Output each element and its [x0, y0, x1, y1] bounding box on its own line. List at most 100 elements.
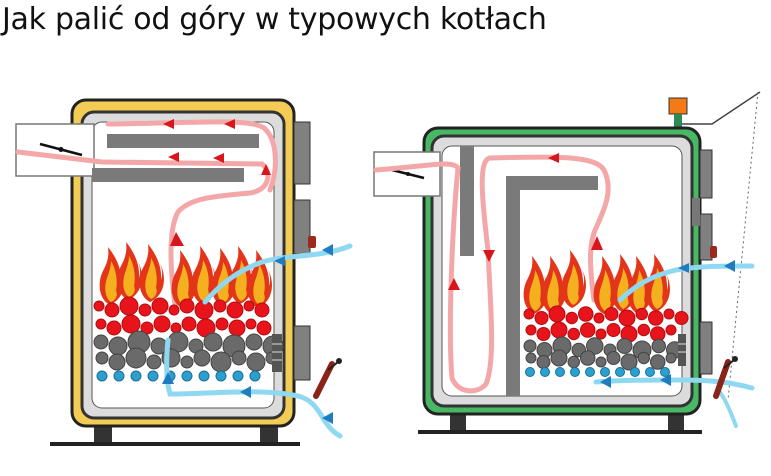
left-boiler — [15, 98, 353, 446]
right-boiler-foot — [668, 412, 684, 430]
flue-arrow-icon — [591, 236, 603, 250]
right-glowing-coal-layer — [523, 305, 689, 343]
air-hole — [198, 370, 210, 382]
fuel-lump — [108, 353, 126, 371]
glowing-coal — [153, 315, 171, 333]
air-hole — [570, 367, 580, 377]
glowing-coal — [550, 321, 568, 339]
left-lower-baffle — [92, 168, 244, 182]
fuel-lump — [620, 353, 638, 371]
fuel-lump — [245, 333, 263, 351]
air-hole — [525, 367, 535, 377]
fuel-lump — [550, 349, 568, 367]
fuel-lump — [616, 338, 633, 354]
fuel-lump — [665, 352, 677, 364]
fuel-lump — [567, 355, 580, 369]
regulator-chain — [682, 91, 761, 125]
glowing-coal — [536, 327, 551, 341]
air-hole — [630, 367, 640, 377]
right-draft-regulator — [668, 97, 688, 115]
right-boiler-foot — [450, 412, 466, 430]
fuel-lump — [231, 350, 247, 366]
glowing-coal — [534, 311, 549, 325]
flue-arrow-icon — [170, 232, 184, 246]
right-bottom-door — [699, 321, 713, 375]
air-hole — [130, 370, 142, 382]
air-hole — [540, 367, 550, 377]
glowing-coal — [170, 322, 182, 334]
left-glowing-coal-layer — [93, 296, 272, 338]
fuel-lump — [108, 336, 128, 356]
air-arrow-icon — [678, 263, 689, 273]
flue-arrow-icon — [448, 278, 460, 290]
left-upper-baffle — [107, 134, 259, 148]
fuel-lump — [525, 352, 537, 364]
glowing-coal — [606, 323, 621, 337]
glowing-coal — [151, 297, 169, 315]
air-hole — [555, 367, 565, 377]
regulator-chain — [727, 91, 759, 401]
air-hole — [113, 370, 125, 382]
fuel-lump — [246, 352, 266, 372]
air-hole — [181, 370, 193, 382]
air-arrow-icon — [724, 260, 735, 272]
fuel-lump — [586, 337, 604, 355]
glowing-coal — [138, 303, 152, 317]
flue-arrow-icon — [548, 153, 559, 163]
glowing-coal — [104, 302, 120, 318]
right-flue-gas-path — [373, 154, 611, 394]
fuel-lump — [125, 347, 147, 369]
flue-arrow-icon — [213, 153, 224, 163]
glowing-coal — [93, 300, 105, 312]
glowing-coal — [168, 304, 180, 316]
fuel-lump — [523, 339, 537, 353]
flue-arrow-icon — [261, 164, 271, 175]
glowing-coal — [593, 312, 605, 324]
glowing-coal — [648, 310, 664, 326]
glowing-coal — [181, 316, 197, 332]
air-arrow-icon — [274, 256, 285, 266]
left-door-handle — [308, 236, 316, 248]
air-arrow-icon — [322, 412, 333, 424]
glowing-coal — [226, 301, 244, 319]
fuel-lump — [93, 334, 109, 350]
glowing-coal — [565, 311, 578, 325]
glowing-coal — [245, 318, 257, 330]
right-vertical-baffle — [460, 146, 474, 256]
air-arrow-icon — [600, 376, 611, 388]
air-arrow-icon — [322, 244, 333, 256]
fuel-lump — [650, 354, 666, 370]
right-l-baffle-vertical — [506, 176, 520, 396]
right-fuel-layer — [523, 336, 684, 371]
left-boiler-foot — [260, 424, 278, 442]
air-hole — [615, 367, 625, 377]
glowing-coal — [567, 327, 580, 341]
air-arrow-icon — [240, 386, 251, 398]
fuel-lump — [95, 351, 109, 365]
fuel-lump — [203, 332, 223, 352]
left-middle-door — [293, 199, 311, 255]
flue-arrow-icon — [483, 250, 495, 262]
glowing-coal — [637, 323, 650, 337]
page-title: Jak palić od góry w typowych kotłach — [2, 2, 547, 37]
air-hole — [660, 367, 670, 377]
fuel-lump — [146, 354, 162, 370]
glowing-coal — [121, 314, 141, 334]
air-hole — [585, 367, 595, 377]
fuel-lump — [637, 351, 650, 365]
left-floor-line — [50, 442, 300, 446]
air-hole — [600, 367, 610, 377]
left-top-door — [293, 121, 311, 185]
left-boiler-foot — [94, 424, 112, 442]
glowing-coal — [228, 319, 246, 337]
glowing-coal — [665, 324, 677, 336]
fuel-lump — [180, 355, 194, 369]
left-bottom-door — [293, 325, 311, 381]
fuel-lump — [651, 338, 666, 354]
fuel-lump — [595, 356, 607, 368]
glowing-coal — [95, 318, 107, 330]
glowing-coal — [578, 306, 594, 322]
glowing-coal — [635, 307, 648, 321]
air-hole — [147, 370, 159, 382]
glowing-coal — [213, 299, 227, 313]
